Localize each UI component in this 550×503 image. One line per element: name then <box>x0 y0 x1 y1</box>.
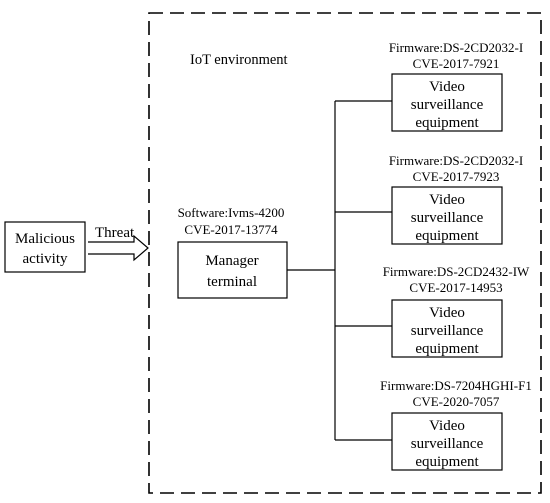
device-4-line-3: equipment <box>415 454 479 470</box>
device-1-box <box>391 73 503 132</box>
manager-cve-label: CVE-2017-13774 <box>184 222 278 237</box>
manager-terminal-line-2: terminal <box>207 274 257 290</box>
device-2-line-1: Video <box>429 192 465 208</box>
device-3-line-3: equipment <box>415 341 479 357</box>
device-1-firmware-label: Firmware:DS-2CD2032-I <box>389 40 523 55</box>
device-2-box <box>391 186 503 245</box>
device-2-cve-label: CVE-2017-7923 <box>413 169 500 184</box>
device-4-node: Video surveillance equipment <box>391 412 503 471</box>
manager-terminal-line-1: Manager <box>205 253 258 269</box>
device-3-line-2: surveillance <box>411 323 484 339</box>
device-3-box <box>391 299 503 358</box>
device-1-node: Video surveillance equipment <box>391 73 503 132</box>
malicious-activity-node: Malicious activity <box>4 221 86 273</box>
device-2-node: Video surveillance equipment <box>391 186 503 245</box>
manager-terminal-box <box>177 241 288 299</box>
connector-lines <box>287 100 392 441</box>
malicious-activity-box <box>4 221 86 273</box>
iot-environment-label: IoT environment <box>190 52 288 68</box>
iot-environment-boundary <box>148 12 542 494</box>
device-3-firmware-label: Firmware:DS-2CD2432-IW <box>383 264 530 279</box>
malicious-activity-line-1: Malicious <box>15 231 75 247</box>
device-4-firmware-label: Firmware:DS-7204HGHI-F1 <box>380 378 532 393</box>
device-1-line-1: Video <box>429 79 465 95</box>
device-3-cve-label: CVE-2017-14953 <box>409 280 502 295</box>
device-3-line-1: Video <box>429 305 465 321</box>
threat-arrow <box>88 234 149 262</box>
threat-label: Threat <box>95 225 135 241</box>
device-2-line-3: equipment <box>415 228 479 244</box>
device-1-line-2: surveillance <box>411 97 484 113</box>
device-2-line-2: surveillance <box>411 210 484 226</box>
manager-terminal-node: Manager terminal <box>177 241 288 299</box>
device-2-firmware-label: Firmware:DS-2CD2032-I <box>389 153 523 168</box>
device-4-cve-label: CVE-2020-7057 <box>413 394 500 409</box>
device-4-box <box>391 412 503 471</box>
malicious-activity-line-2: activity <box>23 251 68 267</box>
manager-software-label: Software:Ivms-4200 <box>178 205 285 220</box>
device-1-line-3: equipment <box>415 115 479 131</box>
device-4-line-1: Video <box>429 418 465 434</box>
device-4-line-2: surveillance <box>411 436 484 452</box>
device-3-node: Video surveillance equipment <box>391 299 503 358</box>
device-1-cve-label: CVE-2017-7921 <box>413 56 500 71</box>
